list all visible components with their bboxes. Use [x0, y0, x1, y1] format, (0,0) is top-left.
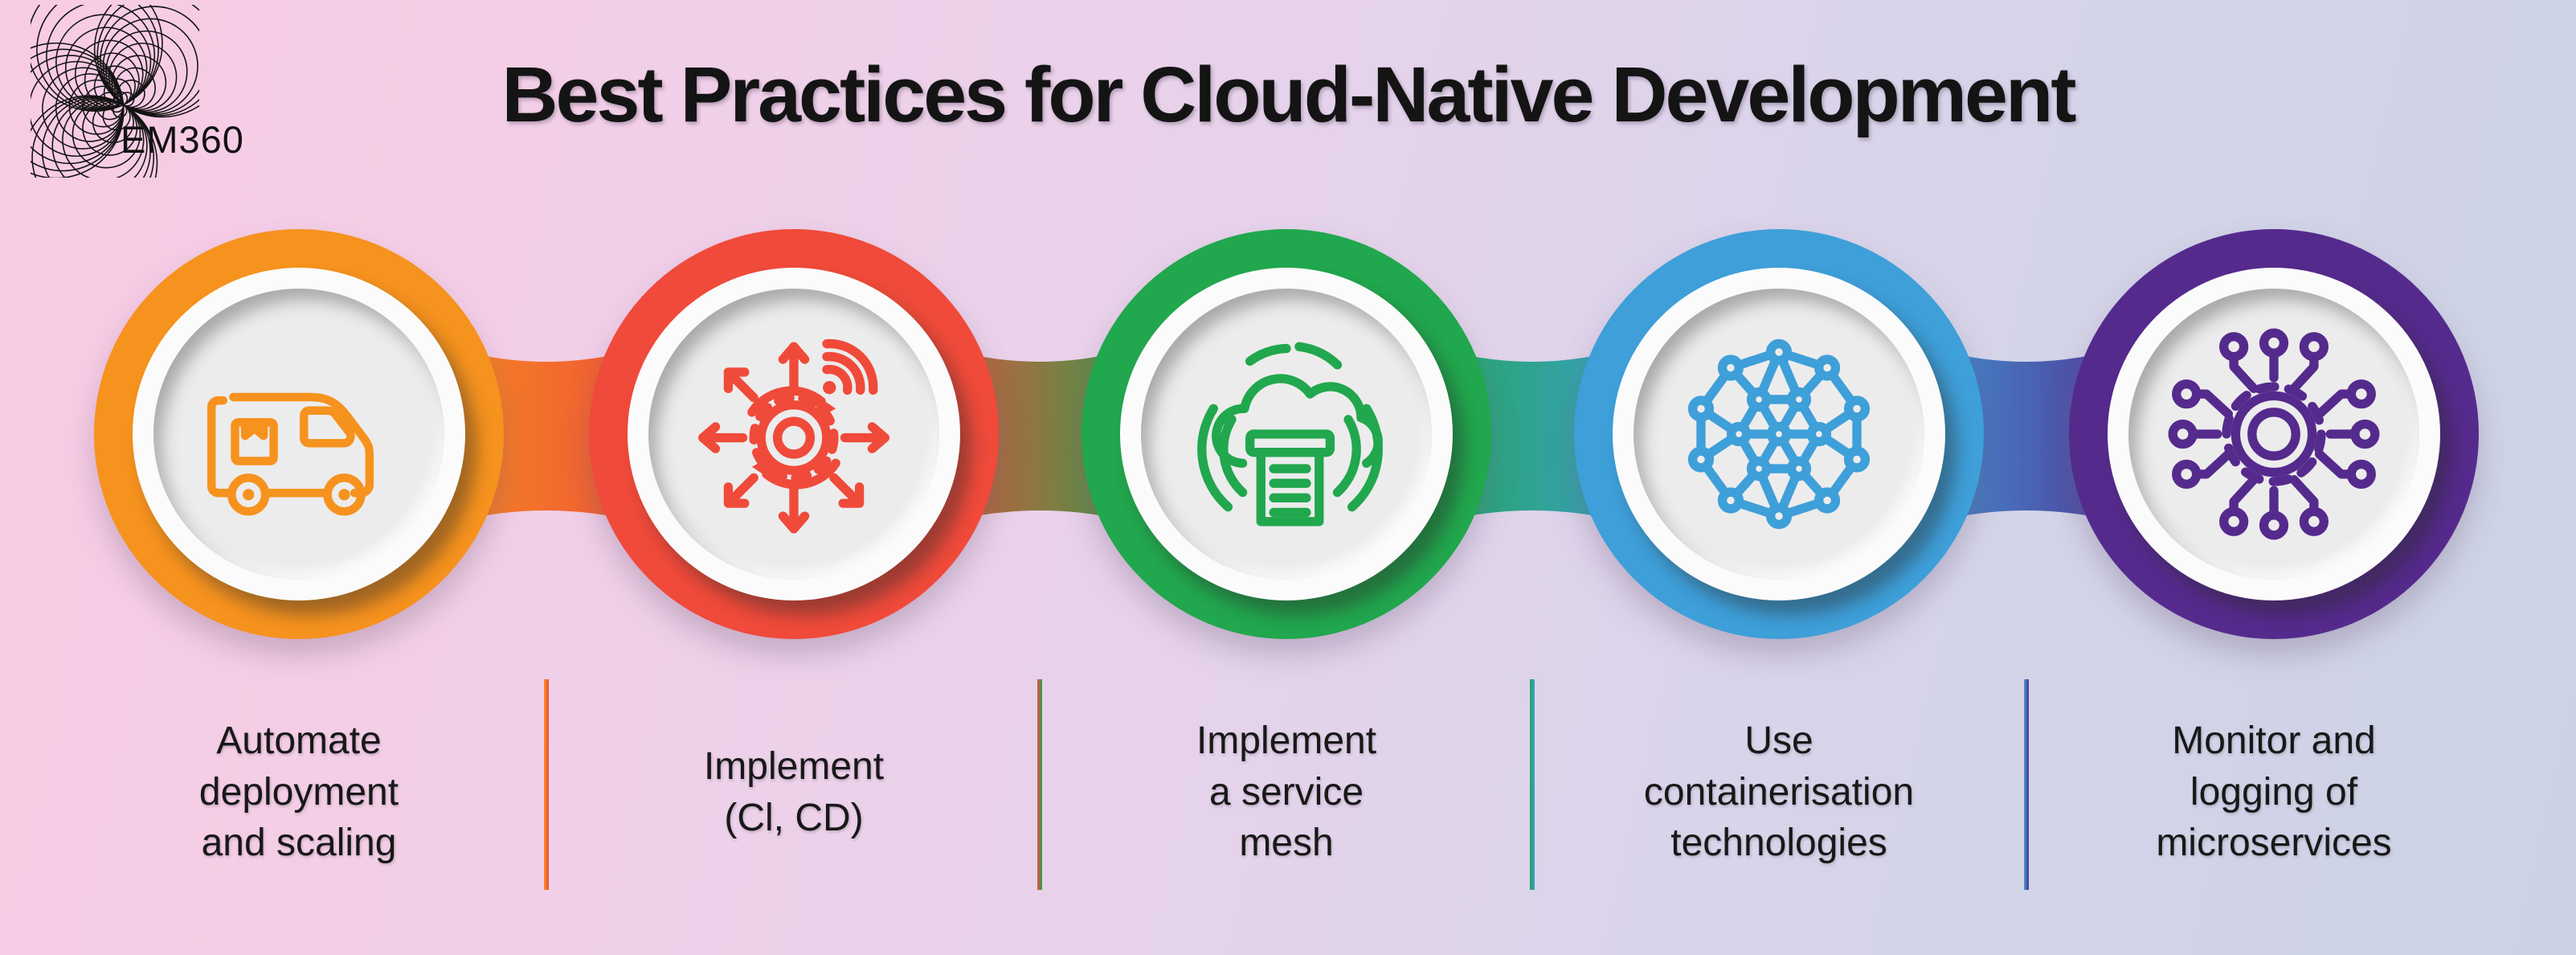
- label-line: deployment: [198, 770, 399, 814]
- label-line: Automate: [216, 719, 382, 762]
- scaling-gear-arrows-icon: [698, 338, 889, 534]
- circuit-hub-gear-icon: [2168, 328, 2380, 540]
- delivery-truck-icon: [206, 392, 374, 516]
- label-line: containerisation: [1643, 770, 1915, 814]
- step-circle-implement-cicd: [589, 229, 999, 639]
- circle-disc: [1634, 289, 1924, 580]
- circle-disc: [2128, 289, 2419, 580]
- label-line: technologies: [1670, 822, 1887, 865]
- circle-disc: [153, 289, 444, 580]
- label-line: a service: [1208, 770, 1364, 814]
- label-divider-4: [2024, 679, 2029, 890]
- label-line: and scaling: [201, 822, 397, 865]
- step-label-automate-deployment: Automate deployment and scaling: [58, 674, 540, 911]
- cloud-service-stack-icon: [1197, 342, 1383, 527]
- circle-rim: [133, 268, 465, 600]
- step-circle-service-mesh: [1082, 229, 1491, 639]
- label-line: Use: [1744, 719, 1813, 762]
- circle-disc: [648, 289, 939, 580]
- circle-rim: [1120, 268, 1453, 600]
- label-divider-2: [1037, 679, 1042, 890]
- circle-rim: [628, 268, 960, 600]
- network-mesh-icon: [1687, 338, 1871, 530]
- step-circle-containerisation: [1574, 229, 1984, 639]
- step-circle-automate-deployment: [94, 229, 504, 639]
- page-title: Best Practices for Cloud-Native Developm…: [501, 51, 2076, 138]
- logo-wordmark: EM360: [121, 118, 244, 161]
- step-circle-monitoring: [2069, 229, 2479, 639]
- circle-rim: [2108, 268, 2440, 600]
- circle-rim: [1613, 268, 1945, 600]
- label-line: mesh: [1239, 822, 1334, 865]
- label-line: Implement: [703, 744, 885, 788]
- step-label-containerisation: Use containerisation technologies: [1538, 674, 2020, 911]
- circle-disc: [1141, 289, 1432, 580]
- step-label-implement-cicd: Implement (Cl, CD): [553, 674, 1035, 911]
- label-line: Implement: [1196, 719, 1377, 762]
- label-line: logging of: [2190, 770, 2358, 814]
- step-label-monitoring: Monitor and logging of microservices: [2033, 674, 2515, 911]
- label-divider-1: [544, 679, 549, 890]
- step-label-service-mesh: Implement a service mesh: [1045, 674, 1527, 911]
- label-divider-3: [1530, 679, 1535, 890]
- em360-logo: EM360: [31, 5, 296, 190]
- label-line: (Cl, CD): [724, 796, 864, 839]
- label-line: Monitor and: [2172, 719, 2376, 762]
- label-line: microservices: [2156, 822, 2392, 865]
